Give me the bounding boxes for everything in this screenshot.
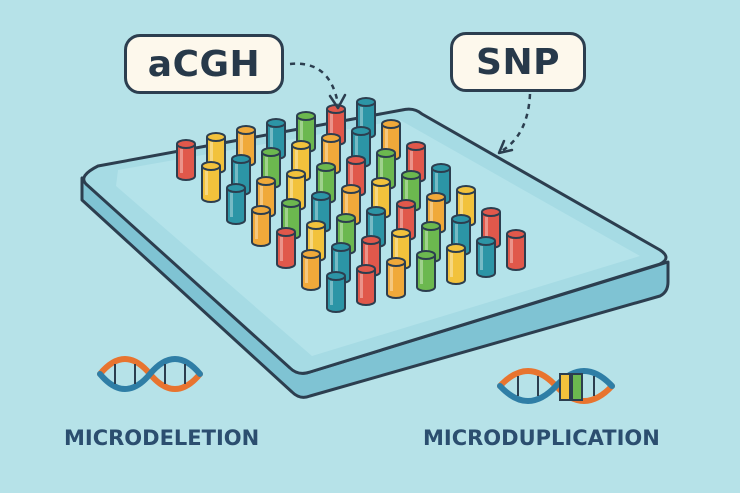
dashed-arrow-icon [499, 93, 532, 154]
snp-label: SNP [450, 32, 586, 92]
probe-array [176, 97, 526, 313]
dna-helix-icon [97, 356, 203, 392]
acgh-label: aCGH [124, 34, 284, 94]
dna-helix-icon [497, 368, 615, 404]
probe-pillar [446, 243, 466, 285]
probe-pillar [386, 257, 406, 299]
arrowhead-icon [497, 139, 514, 155]
probe-pillar [506, 229, 526, 271]
probe-pillar [201, 161, 221, 203]
probe-pillar [326, 271, 346, 313]
probe-pillar [251, 205, 271, 247]
microduplication-label: MICRODUPLICATION [423, 426, 660, 450]
probe-pillar [226, 183, 246, 225]
probe-pillar [476, 236, 496, 278]
probe-pillar [276, 227, 296, 269]
microdeletion-label: MICRODELETION [64, 426, 260, 450]
arrowhead-icon [328, 93, 347, 110]
probe-pillar [176, 139, 196, 181]
probe-pillar [416, 250, 436, 292]
probe-pillar [301, 249, 321, 291]
probe-pillar [371, 177, 391, 219]
probe-pillar [356, 264, 376, 306]
dashed-arrow-icon [289, 62, 340, 105]
